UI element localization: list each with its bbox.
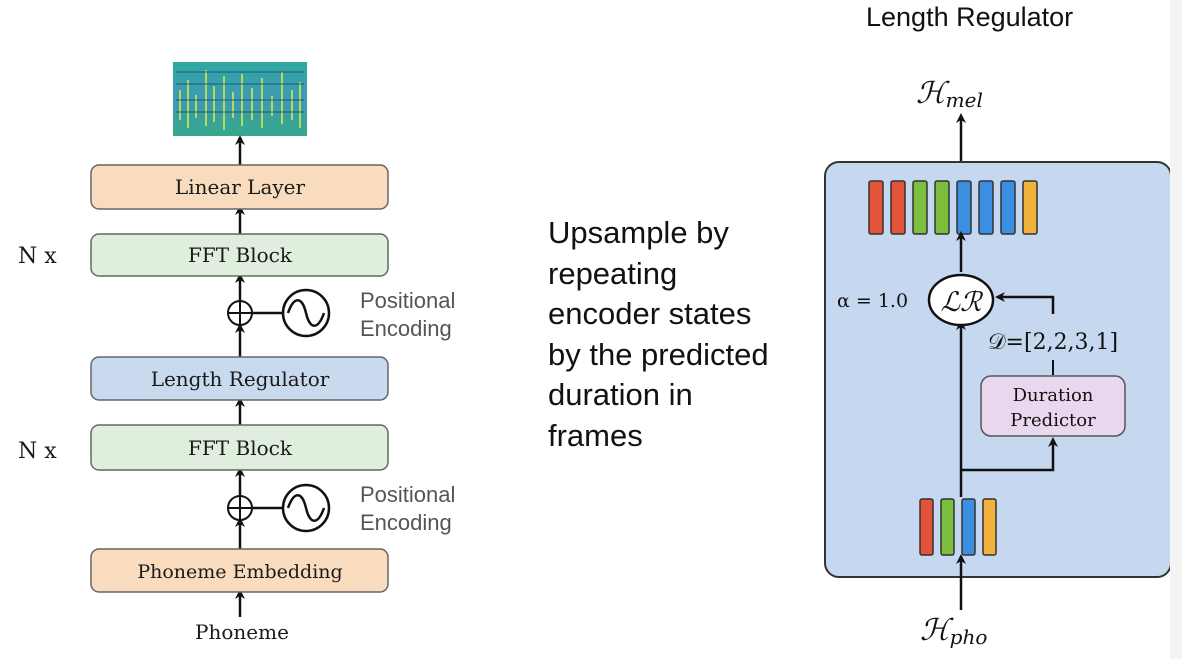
duration-values-label: 𝒟=[2,2,3,1] xyxy=(988,330,1118,355)
phoneme-hidden-states xyxy=(919,498,997,556)
phoneme-state-bar-1 xyxy=(919,498,934,556)
description-line: by the predicted xyxy=(548,336,769,372)
length-regulator-label: Length Regulator xyxy=(151,367,330,391)
lr-node xyxy=(927,273,995,327)
upsampled-state-bar-7 xyxy=(1000,180,1016,235)
spectrogram-image xyxy=(173,62,307,136)
description-line: frames xyxy=(548,417,643,453)
hmel-label: ℋmel xyxy=(916,76,983,112)
positional-encoding-top-line2: Encoding xyxy=(360,316,452,341)
fft-block-bottom-box xyxy=(90,424,389,471)
phoneme-state-bar-2 xyxy=(940,498,955,556)
description-line: Upsample by xyxy=(548,215,729,250)
positional-encoding-top-line1: Positional xyxy=(360,288,455,313)
upsample-description: Upsample by repeating encoder states by … xyxy=(548,213,808,456)
arrow-duration-to-lr xyxy=(995,292,1055,314)
phoneme-embedding-box xyxy=(90,548,389,593)
upsampled-state-bar-3 xyxy=(912,180,928,235)
fft-block-bottom-label: FFT Block xyxy=(188,436,293,460)
repeat-bottom-label: N x xyxy=(18,439,57,464)
fft-block-top-box xyxy=(90,233,389,277)
upsampled-hidden-states xyxy=(868,180,1038,235)
fft-block-top-label: FFT Block xyxy=(188,243,293,267)
left-architecture: Linear Layer FFT Block N x Positional En… xyxy=(18,62,455,644)
duration-predictor-line1: Duration xyxy=(1013,385,1094,406)
positional-encoding-top: Positional Encoding xyxy=(227,288,455,341)
hpho-label: ℋpho xyxy=(920,613,987,649)
linear-layer-label: Linear Layer xyxy=(175,175,306,199)
upsampled-state-bar-5 xyxy=(956,180,972,235)
length-regulator-box xyxy=(90,356,389,401)
linear-layer-box xyxy=(90,164,389,210)
lr-node-label: ℒℛ xyxy=(941,287,984,318)
positional-encoding-bottom: Positional Encoding xyxy=(227,482,455,535)
phoneme-embedding-label: Phoneme Embedding xyxy=(137,561,342,583)
edge-shade xyxy=(1170,0,1182,659)
arrow-to-duration-predictor xyxy=(961,437,1058,472)
alpha-label: α = 1.0 xyxy=(837,290,908,312)
duration-predictor-box xyxy=(980,375,1126,437)
phoneme-state-bar-4 xyxy=(982,498,997,556)
upsampled-state-bar-1 xyxy=(868,180,884,235)
upsampled-state-bar-6 xyxy=(978,180,994,235)
positional-encoding-bottom-line1: Positional xyxy=(360,482,455,507)
repeat-top-label: N x xyxy=(18,244,57,269)
description-line: repeating xyxy=(548,255,678,291)
phoneme-state-bar-3 xyxy=(961,498,976,556)
upsampled-state-bar-8 xyxy=(1022,180,1038,235)
length-regulator-detail: ℋmel ℒℛ α = 1.0 𝒟=[2,2,3,1] Duration Pre… xyxy=(824,76,1172,649)
description-line: duration in xyxy=(548,377,693,412)
phoneme-input-label: Phoneme xyxy=(195,620,289,644)
upsampled-state-bar-2 xyxy=(890,180,906,235)
description-line: encoder states xyxy=(548,296,752,331)
upsampled-state-bar-4 xyxy=(934,180,950,235)
duration-predictor-line2: Predictor xyxy=(1010,410,1096,431)
length-regulator-title: Length Regulator xyxy=(866,2,1074,32)
positional-encoding-bottom-line2: Encoding xyxy=(360,510,452,535)
